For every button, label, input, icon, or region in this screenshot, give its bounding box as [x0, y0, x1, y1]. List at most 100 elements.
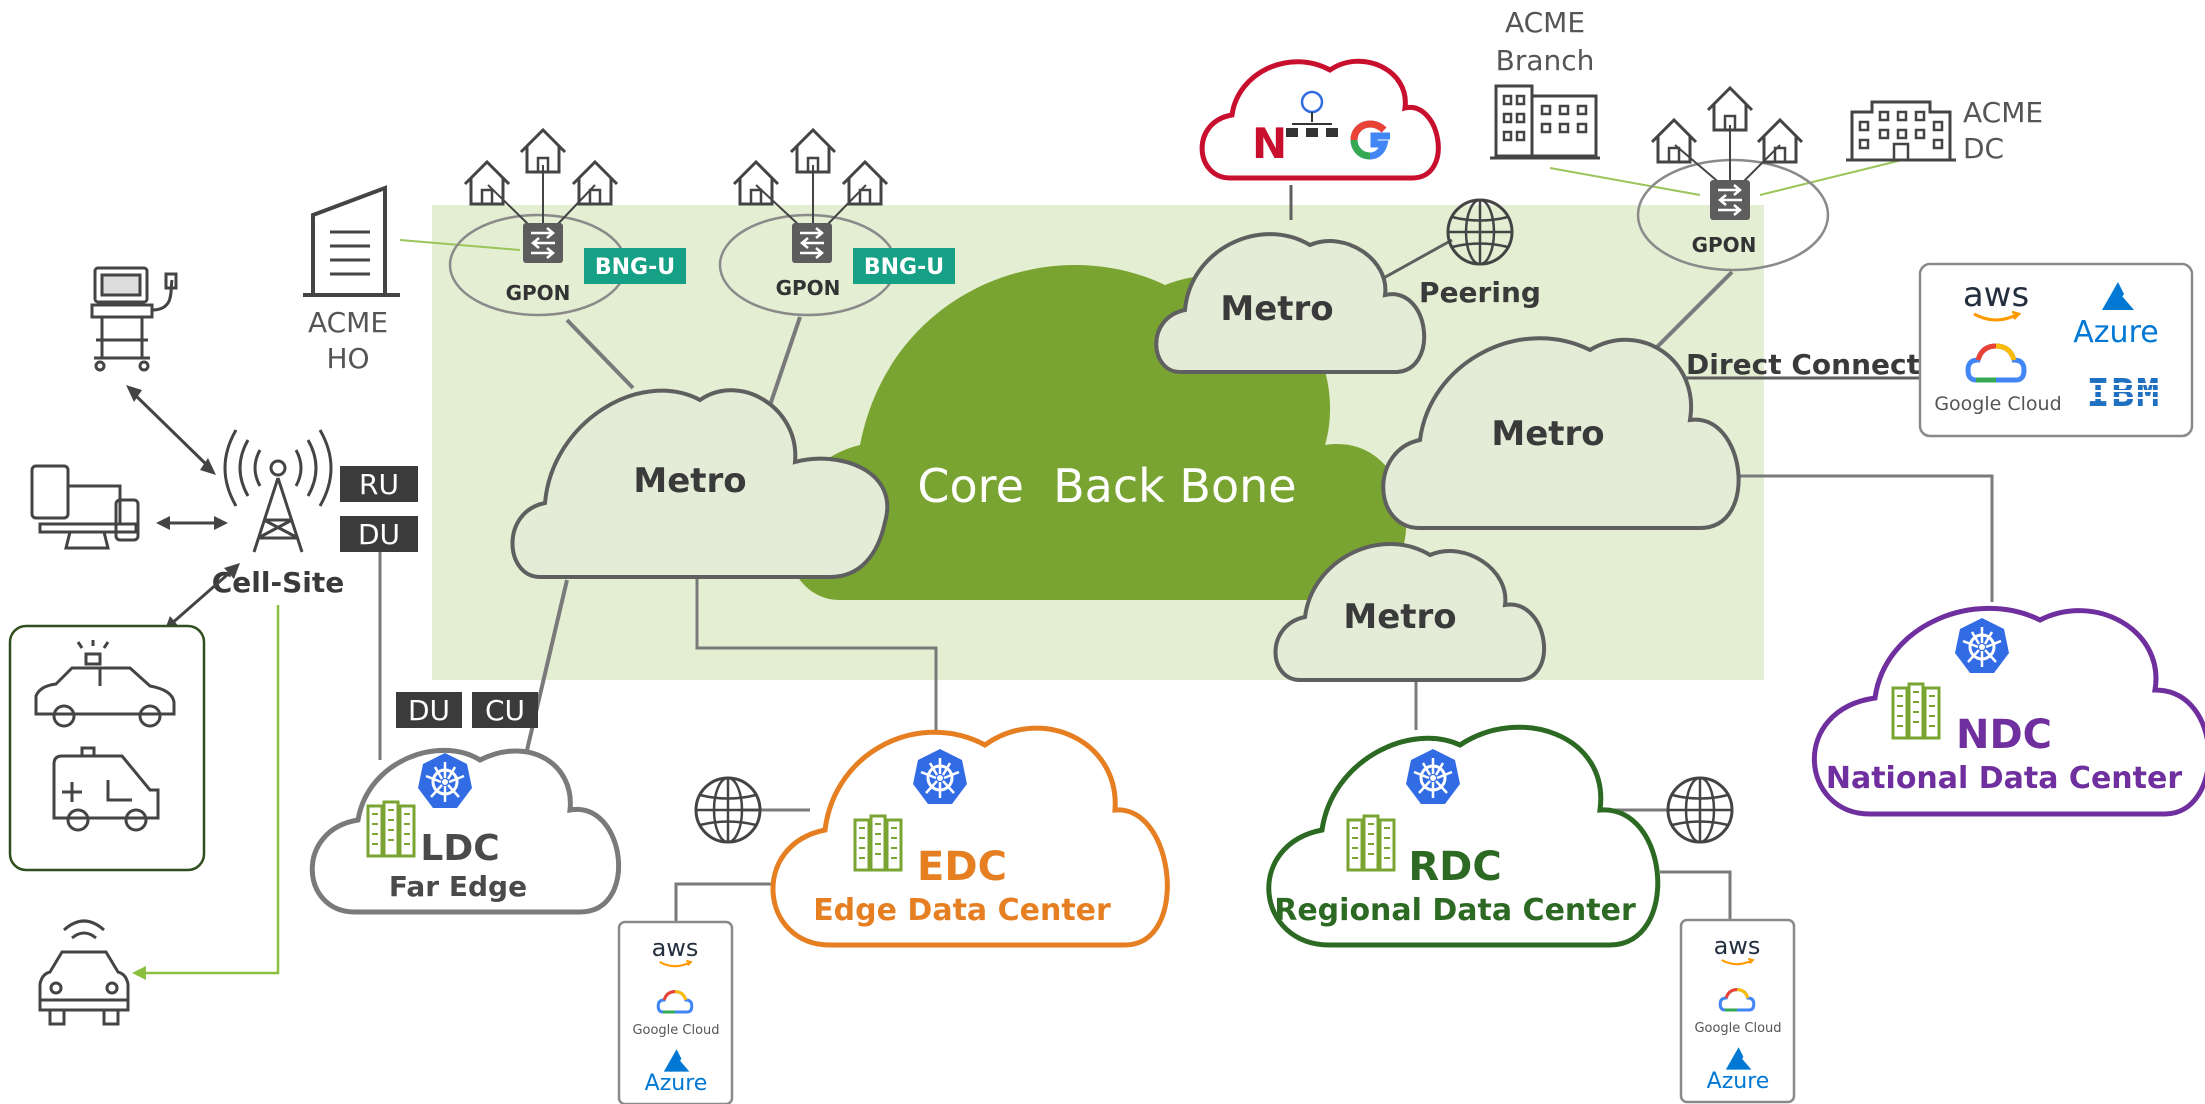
building-icon — [303, 185, 400, 297]
azure-logo: Azure — [2073, 282, 2159, 350]
edc-name: Edge Data Center — [813, 893, 1111, 928]
house-icon — [732, 160, 780, 206]
server-rack-icon — [853, 814, 903, 872]
svg-text:CU: CU — [485, 694, 525, 727]
cu-badge-ldc: CU — [472, 692, 538, 728]
gpon-label-right: GPON — [1692, 233, 1757, 257]
peering-label: Peering — [1419, 276, 1541, 309]
house-icon — [1650, 118, 1698, 164]
medical-cart-icon — [90, 266, 178, 372]
google-logo — [1350, 120, 1390, 160]
switch-icon — [521, 221, 565, 265]
devices-icon — [30, 464, 140, 550]
house-icon — [463, 160, 511, 206]
svg-text:IBM: IBM — [2087, 371, 2162, 415]
edc-cloud: EDC Edge Data Center — [770, 725, 1170, 948]
peering: Peering — [1419, 198, 1541, 309]
metro-label-right: Metro — [1491, 414, 1604, 454]
building-icon — [1846, 100, 1956, 162]
cloud-providers-box-rdc: aws Google Cloud Azure — [1679, 918, 1796, 1104]
svg-text:DC: DC — [1963, 132, 2004, 165]
gpon-left: GPON — [448, 165, 628, 317]
ndc-name: National Data Center — [1826, 761, 2182, 796]
server-rack-icon — [1891, 682, 1941, 740]
connected-car-icon — [38, 919, 130, 1026]
metro-label-bottom: Metro — [1343, 597, 1456, 637]
switch-icon — [790, 221, 834, 265]
svg-text:Azure: Azure — [1707, 1069, 1770, 1094]
svg-text:Azure: Azure — [2073, 315, 2158, 350]
svg-text:RU: RU — [359, 468, 399, 501]
ndc-code: NDC — [1956, 712, 2052, 758]
acme-ho: ACME HO — [303, 185, 400, 375]
ibm-logo: IBM — [2080, 371, 2168, 415]
rdc-cloud: RDC Regional Data Center — [1266, 724, 1661, 948]
svg-text:aws: aws — [652, 934, 699, 962]
house-icon — [841, 160, 889, 206]
ldc-code: LDC — [420, 828, 499, 869]
network-globe-icon — [1286, 90, 1338, 137]
svg-text:DU: DU — [408, 694, 450, 727]
svg-text:Google Cloud: Google Cloud — [632, 1023, 719, 1038]
building-icon — [1490, 84, 1600, 160]
bng-badge-left: BNG-U — [584, 248, 686, 284]
switch-icon — [1708, 178, 1752, 222]
rdc-code: RDC — [1408, 844, 1501, 890]
bng-badge-middle: BNG-U — [853, 248, 955, 284]
acme-dc: ACME DC — [1846, 96, 2043, 165]
ru-badge: RU — [340, 466, 418, 502]
metro-label-left: Metro — [633, 461, 746, 501]
cloud-providers-box: aws Azure Google Cloud IBM — [1918, 262, 2194, 438]
svg-text:BNG-U: BNG-U — [864, 255, 944, 280]
aws-logo: aws — [1963, 275, 2029, 322]
svg-text:Google Cloud: Google Cloud — [1934, 393, 2061, 415]
gpon-right: GPON — [1636, 125, 1830, 272]
du-badge-cell: DU — [340, 516, 418, 552]
svg-text:BNG-U: BNG-U — [595, 255, 675, 280]
houses — [463, 86, 1804, 206]
metro-cloud-top: Metro — [1154, 232, 1427, 374]
svg-text:ACME: ACME — [1963, 96, 2043, 129]
du-badge-ldc: DU — [396, 692, 462, 728]
edc-code: EDC — [917, 844, 1007, 890]
cell-tower-icon — [223, 429, 333, 553]
svg-text:DU: DU — [358, 518, 400, 551]
server-rack-icon — [366, 800, 416, 858]
svg-text:ACME: ACME — [1505, 6, 1585, 39]
server-rack-icon — [1346, 814, 1396, 872]
direct-connect-label: Direct Connect — [1686, 348, 1920, 381]
svg-text:HO: HO — [326, 342, 369, 375]
netflix-logo: N — [1252, 119, 1287, 168]
content-provider-cloud: N — [1199, 58, 1441, 181]
svg-text:Google Cloud: Google Cloud — [1694, 1021, 1781, 1036]
house-icon — [1756, 118, 1804, 164]
metro-cloud-bottom: Metro — [1273, 542, 1546, 682]
house-icon — [1706, 86, 1754, 132]
globe-icon — [1666, 776, 1734, 844]
svg-text:aws: aws — [1963, 275, 2029, 315]
google-cloud-logo: Google Cloud — [1934, 346, 2062, 415]
rdc-name: Regional Data Center — [1274, 893, 1636, 928]
link-arrow — [128, 388, 214, 472]
svg-text:Branch: Branch — [1496, 44, 1595, 77]
ndc-cloud: NDC National Data Center — [1811, 605, 2205, 817]
metro-label-top: Metro — [1220, 289, 1333, 329]
emergency-vehicles-box — [8, 624, 206, 872]
acme-branch: ACME Branch — [1490, 6, 1600, 160]
globe-icon — [1446, 198, 1514, 266]
gpon-label-middle: GPON — [776, 276, 841, 300]
svg-text:ACME: ACME — [308, 306, 388, 339]
ldc-name: Far Edge — [389, 870, 527, 903]
house-icon — [571, 160, 619, 206]
core-backbone-label: Core Back Bone — [917, 459, 1296, 513]
svg-text:aws: aws — [1714, 932, 1761, 960]
svg-text:Azure: Azure — [645, 1071, 708, 1096]
metro-cloud-left: Metro — [510, 388, 890, 579]
globe-icon — [694, 776, 762, 844]
gpon-label-left: GPON — [506, 281, 571, 305]
metro-cloud-right: Metro — [1381, 336, 1741, 530]
cloud-providers-box-edc: aws Google Cloud Azure — [617, 920, 734, 1104]
ambulance-icon — [52, 746, 160, 832]
police-car-icon — [34, 640, 176, 728]
